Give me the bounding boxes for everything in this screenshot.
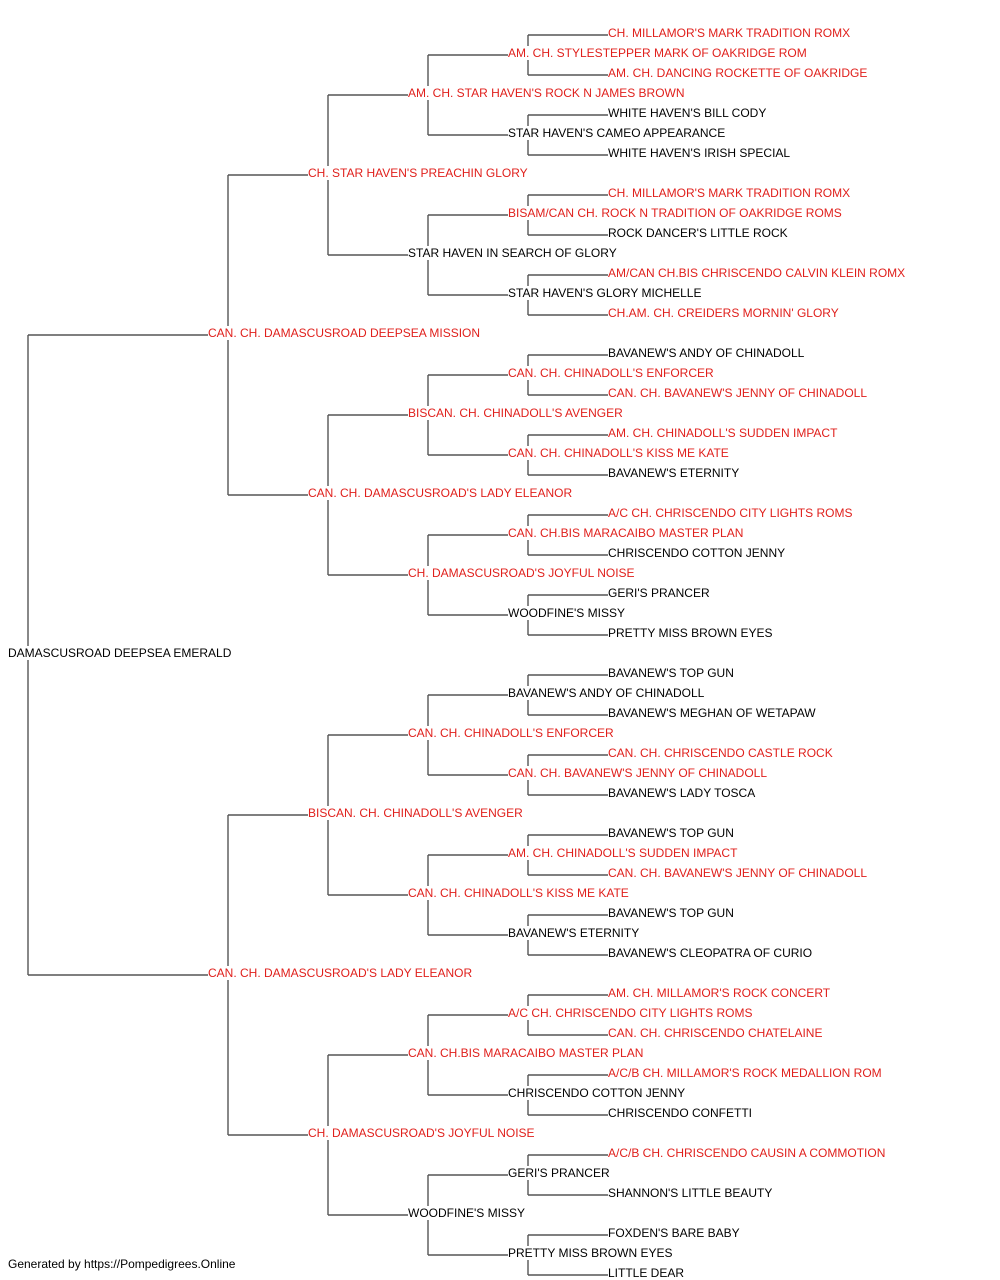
generated-by-footer: Generated by https://Pompedigrees.Online: [8, 1257, 236, 1271]
pedigree-name: CHRISCENDO COTTON JENNY: [608, 546, 788, 560]
pedigree-name: CAN. CH. BAVANEW'S JENNY OF CHINADOLL: [608, 386, 870, 400]
pedigree-name: CH. DAMASCUSROAD'S JOYFUL NOISE: [408, 566, 637, 580]
pedigree-name: STAR HAVEN'S CAMEO APPEARANCE: [508, 126, 728, 140]
pedigree-name: STAR HAVEN'S GLORY MICHELLE: [508, 286, 704, 300]
pedigree-name: WOODFINE'S MISSY: [508, 606, 627, 620]
pedigree-name: CH. MILLAMOR'S MARK TRADITION ROMX: [608, 186, 853, 200]
pedigree-name: WHITE HAVEN'S BILL CODY: [608, 106, 769, 120]
pedigree-name: GERI'S PRANCER: [508, 1166, 612, 1180]
pedigree-name: AM. CH. DANCING ROCKETTE OF OAKRIDGE: [608, 66, 870, 80]
pedigree-name: ROCK DANCER'S LITTLE ROCK: [608, 226, 790, 240]
pedigree-name: CHRISCENDO CONFETTI: [608, 1106, 754, 1120]
pedigree-name: A/C/B CH. CHRISCENDO CAUSIN A COMMOTION: [608, 1146, 888, 1160]
pedigree-name: CAN. CH. DAMASCUSROAD'S LADY ELEANOR: [208, 966, 475, 980]
pedigree-name: AM. CH. CHINADOLL'S SUDDEN IMPACT: [508, 846, 740, 860]
pedigree-name: BAVANEW'S ETERNITY: [508, 926, 642, 940]
pedigree-name: WOODFINE'S MISSY: [408, 1206, 527, 1220]
pedigree-name: DAMASCUSROAD DEEPSEA EMERALD: [8, 646, 234, 660]
pedigree-name: STAR HAVEN IN SEARCH OF GLORY: [408, 246, 619, 260]
pedigree-name: PRETTY MISS BROWN EYES: [508, 1246, 675, 1260]
pedigree-name: AM. CH. STAR HAVEN'S ROCK N JAMES BROWN: [408, 86, 687, 100]
pedigree-name: CAN. CH.BIS MARACAIBO MASTER PLAN: [508, 526, 746, 540]
pedigree-name: CAN. CH. CHRISCENDO CHATELAINE: [608, 1026, 825, 1040]
pedigree-name: CAN. CH. DAMASCUSROAD'S LADY ELEANOR: [308, 486, 575, 500]
pedigree-name: CAN. CH. DAMASCUSROAD DEEPSEA MISSION: [208, 326, 483, 340]
pedigree-name: CAN. CH. CHRISCENDO CASTLE ROCK: [608, 746, 835, 760]
pedigree-name: A/C CH. CHRISCENDO CITY LIGHTS ROMS: [508, 1006, 755, 1020]
pedigree-name: CAN. CH. CHINADOLL'S ENFORCER: [408, 726, 616, 740]
pedigree-name: CH. DAMASCUSROAD'S JOYFUL NOISE: [308, 1126, 537, 1140]
pedigree-name: CAN. CH. BAVANEW'S JENNY OF CHINADOLL: [608, 866, 870, 880]
pedigree-name: PRETTY MISS BROWN EYES: [608, 626, 775, 640]
pedigree-name: BAVANEW'S TOP GUN: [608, 906, 736, 920]
pedigree-name: CHRISCENDO COTTON JENNY: [508, 1086, 688, 1100]
pedigree-name: CAN. CH. CHINADOLL'S KISS ME KATE: [508, 446, 731, 460]
pedigree-name: LITTLE DEAR: [608, 1266, 687, 1280]
pedigree-name: AM. CH. CHINADOLL'S SUDDEN IMPACT: [608, 426, 840, 440]
pedigree-name: AM. CH. STYLESTEPPER MARK OF OAKRIDGE RO…: [508, 46, 809, 60]
pedigree-name: CAN. CH. BAVANEW'S JENNY OF CHINADOLL: [508, 766, 770, 780]
pedigree-name: CH. MILLAMOR'S MARK TRADITION ROMX: [608, 26, 853, 40]
pedigree-name: FOXDEN'S BARE BABY: [608, 1226, 742, 1240]
pedigree-name: BAVANEW'S ANDY OF CHINADOLL: [608, 346, 807, 360]
pedigree-name: BISCAN. CH. CHINADOLL'S AVENGER: [308, 806, 525, 820]
pedigree-name: WHITE HAVEN'S IRISH SPECIAL: [608, 146, 793, 160]
pedigree-name: BAVANEW'S ANDY OF CHINADOLL: [508, 686, 707, 700]
pedigree-name: BISAM/CAN CH. ROCK N TRADITION OF OAKRID…: [508, 206, 844, 220]
pedigree-name: BAVANEW'S TOP GUN: [608, 826, 736, 840]
pedigree-name: SHANNON'S LITTLE BEAUTY: [608, 1186, 775, 1200]
pedigree-name: BAVANEW'S LADY TOSCA: [608, 786, 758, 800]
pedigree-name: CH.AM. CH. CREIDERS MORNIN' GLORY: [608, 306, 841, 320]
pedigree-name: AM/CAN CH.BIS CHRISCENDO CALVIN KLEIN RO…: [608, 266, 908, 280]
pedigree-name: BAVANEW'S TOP GUN: [608, 666, 736, 680]
pedigree-name: CAN. CH. CHINADOLL'S ENFORCER: [508, 366, 716, 380]
pedigree-name: CH. STAR HAVEN'S PREACHIN GLORY: [308, 166, 530, 180]
pedigree-name: CAN. CH. CHINADOLL'S KISS ME KATE: [408, 886, 631, 900]
pedigree-name: BAVANEW'S CLEOPATRA OF CURIO: [608, 946, 815, 960]
pedigree-name: BAVANEW'S MEGHAN OF WETAPAW: [608, 706, 818, 720]
pedigree-name: BAVANEW'S ETERNITY: [608, 466, 742, 480]
pedigree-name: A/C CH. CHRISCENDO CITY LIGHTS ROMS: [608, 506, 855, 520]
pedigree-name: BISCAN. CH. CHINADOLL'S AVENGER: [408, 406, 625, 420]
pedigree-name: A/C/B CH. MILLAMOR'S ROCK MEDALLION ROM: [608, 1066, 884, 1080]
pedigree-name: GERI'S PRANCER: [608, 586, 712, 600]
pedigree-name: CAN. CH.BIS MARACAIBO MASTER PLAN: [408, 1046, 646, 1060]
pedigree-name: AM. CH. MILLAMOR'S ROCK CONCERT: [608, 986, 833, 1000]
